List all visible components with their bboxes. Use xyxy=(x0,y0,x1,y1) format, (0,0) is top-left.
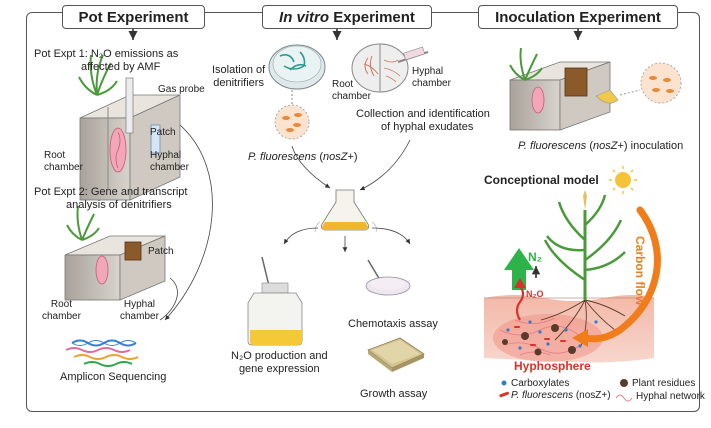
patch-label-1: Patch xyxy=(150,127,176,138)
amplicon-strands xyxy=(65,339,139,367)
inoculation-experiment-title: Inoculation Experiment xyxy=(495,8,661,26)
header-arrows xyxy=(128,29,583,40)
inoculation-experiment-header: Inoculation Experiment xyxy=(478,5,678,29)
pot-expt1-title: Pot Expt 1: N₂O emissions as xyxy=(34,48,179,60)
pf-paren-close: +) xyxy=(347,151,358,163)
pf-gene: nosZ xyxy=(323,151,348,163)
flask xyxy=(315,189,377,233)
petri-dish-isolation xyxy=(268,44,326,140)
residue-legend-icon xyxy=(620,379,628,387)
legend-plant-residues: Plant residues xyxy=(632,378,696,389)
amplicon-sequencing-label: Amplicon Sequencing xyxy=(60,371,167,383)
legend-hyphal-network: Hyphal network xyxy=(636,391,705,402)
inoculation-label: P. fluorescens (nosZ+) inoculation xyxy=(518,140,683,153)
root-chamber-label-1: Root chamber xyxy=(44,150,83,173)
patch-label-2: Patch xyxy=(148,246,174,257)
gas-probe-label: Gas probe xyxy=(158,84,205,95)
isolation-label: Isolation of denitrifiers xyxy=(212,64,266,89)
hyphal-chamber-label-2: Hyphal chamber xyxy=(120,299,159,322)
legend-pf: P. fluorescens (nosZ+) xyxy=(511,390,611,402)
pf-strain-label: P. fluorescens (nosZ+) xyxy=(248,151,358,164)
pot-expt2-box xyxy=(64,205,166,301)
pot-expt2-subtitle: analysis of denitrifiers xyxy=(66,199,172,211)
chemotaxis-dish xyxy=(365,259,411,296)
invitro-title-rest: Experiment xyxy=(329,8,415,26)
collection-label-line2: of hyphal exudates xyxy=(381,121,474,133)
pot-experiment-header: Pot Experiment xyxy=(62,5,205,29)
pot-expt1-subtitle: affected by AMF xyxy=(81,61,161,73)
root-chamber-label-2: Root chamber xyxy=(42,299,81,322)
inoc-paren-close: +) inoculation xyxy=(617,140,684,152)
n2o-production-label: N₂O production and gene expression xyxy=(231,350,328,375)
chemotaxis-label: Chemotaxis assay xyxy=(348,318,438,330)
inoc-species: P. fluorescens xyxy=(518,140,587,152)
incubation-bottle xyxy=(247,256,303,346)
legend-carboxylates: Carboxylates xyxy=(511,378,570,389)
conceptual-model xyxy=(484,166,661,402)
carbon-flow-label: Carbon flow xyxy=(633,236,647,306)
hyphae-legend-icon xyxy=(615,394,633,402)
pot-expt1-box xyxy=(78,54,181,201)
legend-pf-gene: (nosZ+) xyxy=(573,390,611,401)
pf-paren-open: ( xyxy=(316,151,324,163)
legend-pf-species: P. fluorescens xyxy=(511,390,574,401)
collection-label-line1: Collection and identification xyxy=(356,108,490,120)
inoc-paren-open: ( xyxy=(586,140,594,152)
inoculation-box xyxy=(509,47,682,131)
invitro-experiment-header: In vitro Experiment xyxy=(262,5,432,29)
carboxylate-legend-icon xyxy=(501,380,507,386)
inoc-gene: nosZ xyxy=(593,140,618,152)
invitro-title-italic: In vitro xyxy=(279,8,330,26)
n2o-label: N₂O xyxy=(526,289,544,299)
conceptual-model-title: Conceptional model xyxy=(484,173,599,187)
sun-icon xyxy=(609,166,637,194)
hyphal-chamber-label-1: Hyphal chamber xyxy=(150,150,189,173)
hyphosphere-label: Hyphosphere xyxy=(514,359,591,373)
growth-assay-label: Growth assay xyxy=(360,388,428,400)
split-plate xyxy=(351,43,429,93)
hyphal-chamber-invitro-label: Hyphal chamber xyxy=(412,66,451,89)
pf-species: P. fluorescens xyxy=(248,151,317,163)
pot-expt2-title: Pot Expt 2: Gene and transcript xyxy=(34,186,188,198)
growth-plate xyxy=(367,337,425,372)
pot-experiment-title: Pot Experiment xyxy=(78,8,189,26)
n2-label: N₂ xyxy=(528,250,542,264)
root-chamber-invitro-label: Root chamber xyxy=(332,79,371,102)
bacteria-legend-icon xyxy=(499,391,509,398)
